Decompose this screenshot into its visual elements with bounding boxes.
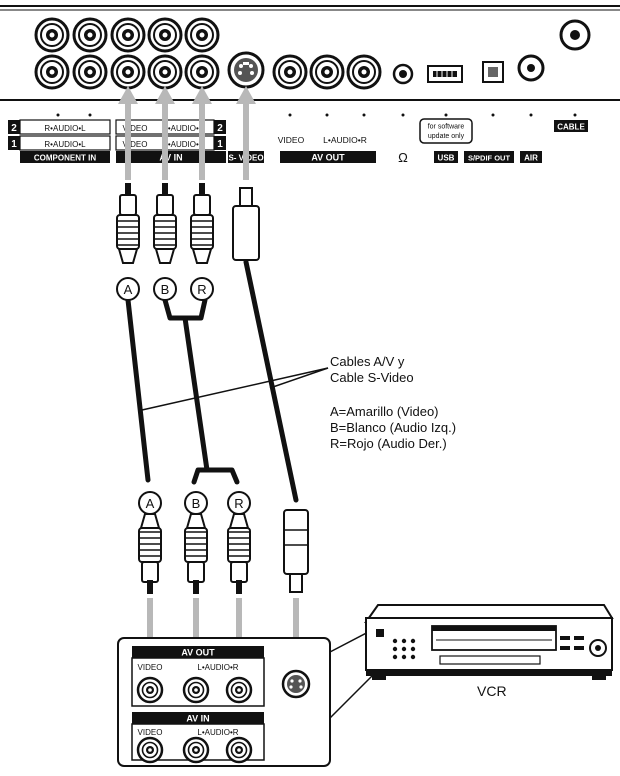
label-dots	[56, 113, 577, 117]
av-in-1-video-jack	[110, 54, 146, 90]
tv-input-arrows	[118, 86, 256, 180]
svg-text:AV OUT: AV OUT	[311, 153, 345, 163]
component-2-jack-1	[34, 17, 70, 53]
vcr-side-plugs	[138, 509, 309, 611]
jack-row-bottom	[34, 54, 382, 90]
top-plug-labels: A B R	[116, 277, 214, 301]
legend-line-1: Cables A/V y	[330, 354, 405, 369]
air-label: AIR	[524, 154, 538, 163]
s-video-jack	[227, 51, 265, 89]
av-in-block: VIDEO L•AUDIO•R VIDEO L•AUDIO•R 2 1 AV I…	[115, 119, 226, 163]
svg-text:1: 1	[217, 139, 223, 150]
av-out-audio-l-jack	[309, 54, 345, 90]
headphone-jack	[392, 63, 414, 85]
legend-line-5: R=Rojo (Audio Der.)	[330, 436, 447, 451]
svg-text:A: A	[124, 282, 133, 297]
svg-text:R: R	[197, 282, 206, 297]
cable-antenna-jack	[559, 19, 591, 51]
svg-text:VIDEO: VIDEO	[138, 728, 163, 737]
av-out-audio-r-jack	[346, 54, 382, 90]
cable-a	[125, 297, 151, 483]
svg-text:A: A	[146, 496, 155, 511]
legend-line-4: B=Blanco (Audio Izq.)	[330, 420, 457, 435]
legend-line-2: Cable S-Video	[330, 370, 414, 385]
cable-br-bottom-join	[191, 467, 240, 485]
legend-line-3: A=Amarillo (Video)	[330, 404, 439, 419]
jack-row-top	[34, 17, 220, 53]
svg-text:L•AUDIO•R: L•AUDIO•R	[323, 135, 367, 145]
cable-label: CABLE	[557, 123, 585, 132]
svg-text:USB: USB	[438, 154, 455, 163]
av-in-2-audio-r-jack	[184, 17, 220, 53]
svg-text:R•AUDIO•L: R•AUDIO•L	[44, 124, 86, 133]
cable-br-top-join	[162, 297, 208, 321]
bottom-plug-labels: A B R	[138, 491, 251, 515]
svg-text:L•AUDIO•R: L•AUDIO•R	[197, 728, 238, 737]
vcr-s-video-jack	[281, 669, 311, 699]
av-out-block: VIDEO L•AUDIO•R AV OUT	[278, 135, 376, 163]
svg-text:AV OUT: AV OUT	[181, 648, 215, 658]
svg-text:VIDEO: VIDEO	[123, 140, 148, 149]
svg-text:COMPONENT IN: COMPONENT IN	[34, 154, 96, 163]
vcr-back-panel: AV OUT VIDEO L•AUDIO•R AV IN VIDEO L•AUD…	[117, 637, 331, 767]
vcr-av-in-group: AV IN VIDEO L•AUDIO•R	[131, 712, 265, 764]
av-in-2-video-jack	[110, 17, 146, 53]
usb-port	[427, 65, 463, 83]
svg-text:L•AUDIO•R: L•AUDIO•R	[163, 124, 204, 133]
svg-text:2: 2	[217, 123, 223, 134]
svg-text:R•AUDIO•L: R•AUDIO•L	[44, 140, 86, 149]
svg-text:B: B	[192, 496, 201, 511]
svg-text:AV IN: AV IN	[159, 153, 182, 163]
legend-pointer	[141, 367, 329, 411]
tv-back-panel: 2 1 R•AUDIO•L R•AUDIO•L COMPONENT IN VID…	[0, 5, 620, 165]
svg-text:VIDEO: VIDEO	[138, 663, 163, 672]
svg-text:VIDEO: VIDEO	[123, 124, 148, 133]
spdif-label: S/PDIF OUT	[468, 154, 511, 163]
svg-text:L•AUDIO•R: L•AUDIO•R	[197, 663, 238, 672]
air-antenna-jack	[517, 54, 545, 82]
av-in-1-audio-l-jack	[147, 54, 183, 90]
svg-text:update only: update only	[428, 133, 465, 140]
component-in-block: 2 1 R•AUDIO•L R•AUDIO•L COMPONENT IN	[8, 119, 111, 163]
component-1-jack-1	[34, 54, 70, 90]
svg-text:2: 2	[11, 123, 17, 134]
av-in-2-audio-l-jack	[147, 17, 183, 53]
av-in-1-audio-r-jack	[184, 54, 220, 90]
svg-text:L•AUDIO•R: L•AUDIO•R	[163, 140, 204, 149]
headphone-symbol: Ω	[398, 150, 408, 165]
s-video-plug-top	[232, 187, 260, 261]
usb-block: for software update only USB	[419, 118, 473, 163]
component-2-jack-2	[72, 17, 108, 53]
svg-text:R: R	[234, 496, 243, 511]
vcr-device	[364, 604, 614, 680]
svg-text:VIDEO: VIDEO	[278, 135, 305, 145]
svg-text:1: 1	[11, 139, 17, 150]
spdif-port	[482, 61, 504, 83]
svg-text:B: B	[161, 282, 170, 297]
av-out-video-jack	[272, 54, 308, 90]
component-1-jack-2	[72, 54, 108, 90]
s-video-plug-bottom	[283, 509, 309, 593]
vcr-av-out-group: AV OUT VIDEO L•AUDIO•R	[131, 646, 265, 707]
cable-br-body	[182, 315, 210, 473]
tv-side-plugs	[116, 182, 260, 264]
svg-text:AV IN: AV IN	[186, 714, 209, 724]
svg-text:for software: for software	[428, 124, 465, 131]
vcr-label: VCR	[477, 683, 507, 699]
